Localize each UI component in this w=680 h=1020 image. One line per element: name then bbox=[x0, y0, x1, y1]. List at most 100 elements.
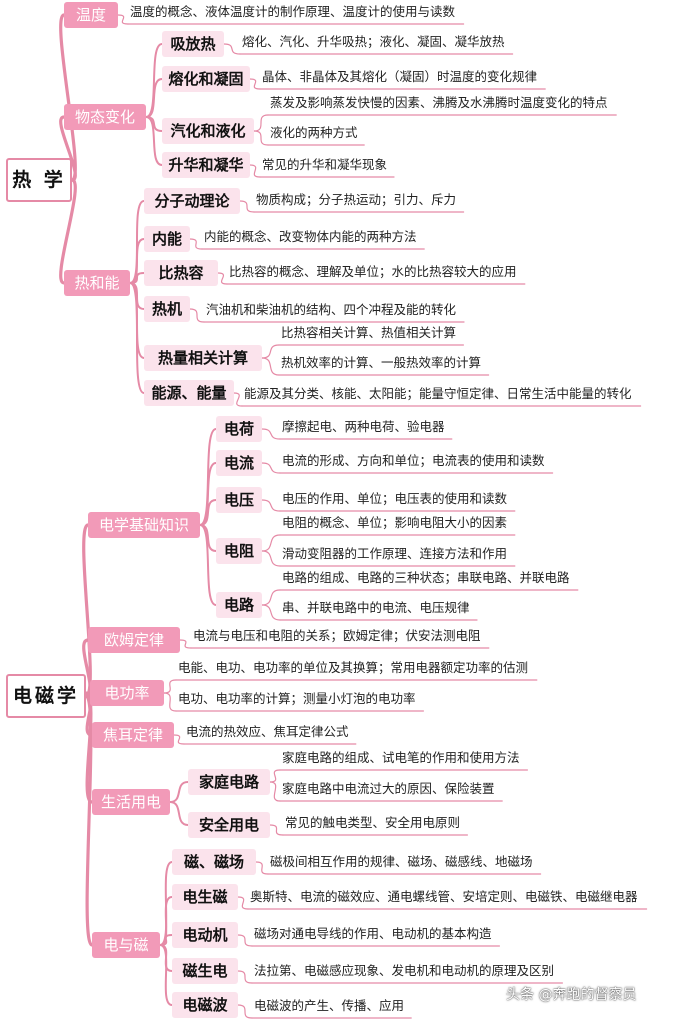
connector bbox=[163, 692, 177, 712]
leaf-text: 能源及其分类、核能、太阳能；能量守恒定律、日常生活中能量的转化 bbox=[244, 386, 632, 401]
subtopic: 磁生电 bbox=[172, 958, 238, 984]
connector bbox=[159, 896, 173, 946]
subtopic: 能源、能量 bbox=[144, 380, 234, 406]
leaf-text: 磁极间相互作用的规律、磁场、磁感线、地磁场 bbox=[270, 854, 533, 869]
subtopic: 内能 bbox=[144, 226, 190, 252]
connector bbox=[249, 164, 261, 178]
connector bbox=[173, 734, 185, 745]
connector bbox=[145, 116, 163, 166]
connector bbox=[59, 13, 77, 182]
subtopic: 分子动理论 bbox=[144, 188, 240, 214]
subtopic: 磁、磁场 bbox=[172, 849, 256, 875]
subtopic: 热机 bbox=[144, 296, 190, 322]
connector bbox=[269, 781, 281, 802]
subtopic: 电动机 bbox=[172, 922, 238, 948]
connector bbox=[169, 801, 189, 826]
branch-topic: 电功率 bbox=[90, 680, 164, 706]
branch-topic: 生活用电 bbox=[92, 789, 170, 815]
connector bbox=[261, 344, 280, 359]
subtopic: 电流 bbox=[216, 450, 262, 476]
connector bbox=[199, 499, 217, 526]
connector bbox=[145, 78, 163, 118]
leaf-text: 电功、电功率的计算；测量小灯泡的电功率 bbox=[178, 691, 416, 706]
connector bbox=[269, 824, 284, 836]
leaf-text: 家庭电路中电流过大的原因、保险装置 bbox=[282, 781, 495, 796]
subtopic: 电荷 bbox=[216, 416, 262, 442]
connector bbox=[84, 694, 94, 947]
connector bbox=[169, 781, 189, 803]
branch-topic: 欧姆定律 bbox=[88, 627, 180, 653]
subtopic: 安全用电 bbox=[188, 812, 270, 838]
branch-topic: 温度 bbox=[64, 2, 118, 28]
subtopic: 吸放热 bbox=[162, 31, 224, 57]
root-topic: 电磁学 bbox=[6, 674, 86, 718]
leaf-text: 电阻的概念、单位；影响电阻大小的因素 bbox=[282, 515, 508, 530]
leaf-text: 汽油机和柴油机的结构、四个冲程及能的转化 bbox=[206, 302, 457, 317]
connector bbox=[217, 272, 228, 285]
leaf-text: 电磁波的产生、传播、应用 bbox=[254, 998, 405, 1013]
connector bbox=[261, 357, 280, 376]
leaf-text: 液化的两种方式 bbox=[270, 125, 358, 140]
leaf-text: 电流与电压和电阻的关系；欧姆定律；伏安法测电阻 bbox=[193, 628, 481, 643]
subtopic: 汽化和液化 bbox=[162, 118, 254, 144]
leaf-text: 奥斯特、电流的磁效应、通电螺线管、安培定则、电磁铁、电磁继电器 bbox=[250, 889, 638, 904]
subtopic: 热量相关计算 bbox=[144, 345, 262, 371]
leaf-text: 摩擦起电、两种电荷、验电器 bbox=[282, 419, 445, 434]
connector bbox=[179, 639, 192, 649]
subtopic: 电生磁 bbox=[172, 884, 238, 910]
leaf-text: 熔化、汽化、升华吸热；液化、凝固、凝华放热 bbox=[242, 34, 505, 49]
leaf-text: 法拉第、电磁感应现象、发电机和电动机的原理及区别 bbox=[254, 963, 555, 978]
connector bbox=[269, 769, 281, 783]
leaf-text: 比热容的概念、理解及单位；水的比热容较大的应用 bbox=[229, 264, 517, 279]
leaf-text: 常见的升华和凝华现象 bbox=[262, 157, 388, 172]
subtopic: 家庭电路 bbox=[188, 769, 270, 795]
connector bbox=[129, 238, 145, 284]
branch-topic: 电与磁 bbox=[92, 932, 160, 958]
connector bbox=[261, 550, 281, 567]
subtopic: 比热容 bbox=[144, 260, 218, 286]
connector bbox=[59, 115, 77, 182]
connector bbox=[261, 499, 281, 512]
connector bbox=[129, 282, 145, 394]
connector bbox=[237, 934, 253, 947]
leaf-text: 电流的形成、方向和单位；电流表的使用和读数 bbox=[282, 453, 545, 468]
connector bbox=[233, 392, 243, 407]
subtopic: 升华和凝华 bbox=[162, 152, 250, 178]
connector bbox=[189, 238, 203, 250]
connector bbox=[237, 970, 253, 984]
connector bbox=[163, 679, 177, 694]
leaf-text: 热机效率的计算、一般热效率的计算 bbox=[281, 355, 482, 370]
connector bbox=[253, 130, 269, 146]
connector bbox=[249, 78, 261, 90]
leaf-text: 串、并联电路中的电流、电压规律 bbox=[282, 600, 470, 615]
leaf-text: 比热容相关计算、热值相关计算 bbox=[281, 325, 457, 340]
leaf-text: 磁场对通电导线的作用、电动机的基本构造 bbox=[254, 926, 492, 941]
leaf-text: 电流的热效应、焦耳定律公式 bbox=[186, 724, 349, 739]
connector bbox=[261, 604, 281, 621]
leaf-text: 电能、电功、电功率的单位及其换算；常用电器额定功率的估测 bbox=[178, 660, 529, 675]
connector bbox=[159, 944, 173, 1006]
connector bbox=[261, 589, 281, 606]
subtopic: 电阻 bbox=[216, 538, 262, 564]
leaf-text: 电路的组成、电路的三种状态；串联电路、并联电路 bbox=[282, 570, 570, 585]
watermark: 头条 @奔跑的督察员 bbox=[506, 987, 637, 1003]
connector bbox=[237, 896, 249, 910]
branch-topic: 物态变化 bbox=[64, 104, 146, 130]
branch-topic: 焦耳定律 bbox=[92, 722, 174, 748]
subtopic: 电压 bbox=[216, 487, 262, 513]
leaf-text: 电压的作用、单位；电压表的使用和读数 bbox=[282, 491, 508, 506]
connector bbox=[253, 114, 269, 132]
connector bbox=[223, 43, 241, 55]
connector bbox=[255, 861, 269, 875]
leaf-text: 家庭电路的组成、试电笔的作用和使用方法 bbox=[282, 750, 520, 765]
connector bbox=[117, 14, 129, 25]
leaf-text: 蒸发及影响蒸发快慢的因素、沸腾及水沸腾时温度变化的特点 bbox=[270, 95, 608, 110]
root-topic: 热 学 bbox=[6, 158, 72, 202]
leaf-text: 常见的触电类型、安全用电原则 bbox=[285, 815, 461, 830]
connector bbox=[261, 534, 281, 552]
leaf-text: 滑动变阻器的工作原理、连接方法和作用 bbox=[282, 546, 508, 561]
branch-topic: 热和能 bbox=[64, 270, 130, 296]
connector bbox=[261, 428, 281, 440]
connector bbox=[237, 1004, 253, 1019]
